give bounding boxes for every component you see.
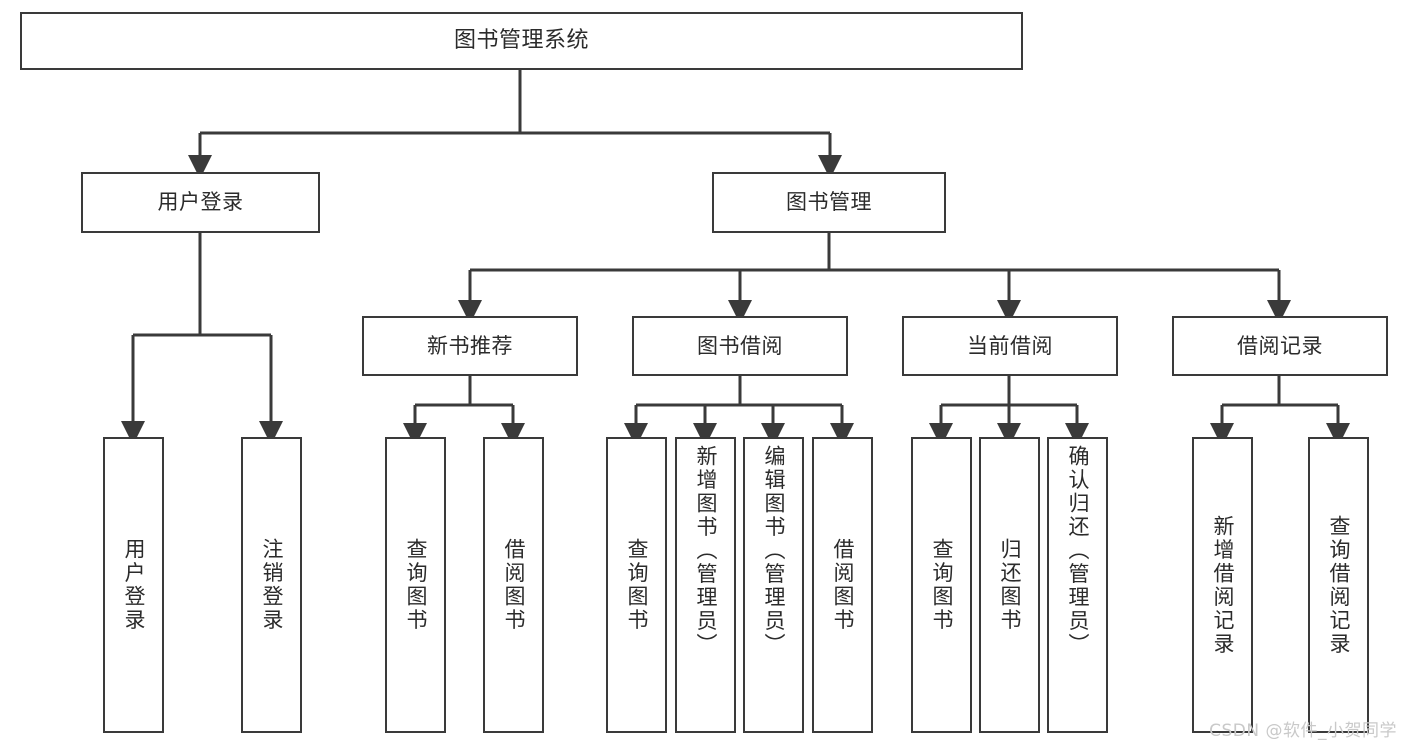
leaf-return-book[interactable]: 归还图书 [979, 437, 1040, 733]
node-label: 用户登录 [122, 538, 146, 632]
leaf-logout-login[interactable]: 注销登录 [241, 437, 302, 733]
node-label: 图书管理 [786, 190, 872, 215]
node-label: 查询图书 [625, 538, 649, 632]
node-label: 图书管理系统 [453, 28, 589, 54]
node-label: 用户登录 [157, 190, 244, 215]
node-label: 图书借阅 [697, 333, 783, 358]
node-label: 查询借阅记录 [1327, 514, 1351, 656]
csdn-watermark: CSDN @软件_小贺同学 [1209, 721, 1397, 741]
node-root-book-management-system[interactable]: 图书管理系统 [20, 12, 1023, 70]
leaf-borrow-book-recommend[interactable]: 借阅图书 [483, 437, 544, 733]
leaf-confirm-return-admin[interactable]: 确认归还（管理员） [1047, 437, 1108, 733]
node-label: 查询图书 [930, 538, 954, 632]
node-label: 新增借阅记录 [1211, 514, 1235, 656]
node-label: 新书推荐 [427, 333, 513, 358]
node-book-management[interactable]: 图书管理 [712, 172, 946, 233]
leaf-borrow-book-borrow[interactable]: 借阅图书 [812, 437, 873, 733]
node-label: 注销登录 [260, 538, 284, 632]
node-book-borrow[interactable]: 图书借阅 [632, 316, 848, 376]
leaf-query-book-borrow[interactable]: 查询图书 [606, 437, 667, 733]
node-label: 当前借阅 [967, 333, 1053, 358]
node-label: 借阅记录 [1237, 333, 1323, 358]
leaf-add-book-admin[interactable]: 新增图书（管理员） [675, 437, 736, 733]
node-borrow-record[interactable]: 借阅记录 [1172, 316, 1388, 376]
leaf-add-borrow-record[interactable]: 新增借阅记录 [1192, 437, 1253, 733]
node-user-login[interactable]: 用户登录 [81, 172, 320, 233]
node-label: 借阅图书 [831, 538, 855, 632]
node-label: 新增图书（管理员） [694, 445, 718, 657]
node-label: 查询图书 [404, 538, 428, 632]
node-label: 确认归还（管理员） [1066, 445, 1090, 657]
node-label: 归还图书 [998, 538, 1022, 632]
leaf-query-book-current[interactable]: 查询图书 [911, 437, 972, 733]
leaf-user-login[interactable]: 用户登录 [103, 437, 164, 733]
node-label: 借阅图书 [502, 538, 526, 632]
node-new-book-recommend[interactable]: 新书推荐 [362, 316, 578, 376]
node-current-borrow[interactable]: 当前借阅 [902, 316, 1118, 376]
leaf-query-borrow-record[interactable]: 查询借阅记录 [1308, 437, 1369, 733]
node-label: 编辑图书（管理员） [762, 445, 786, 657]
leaf-query-book-recommend[interactable]: 查询图书 [385, 437, 446, 733]
leaf-edit-book-admin[interactable]: 编辑图书（管理员） [743, 437, 804, 733]
